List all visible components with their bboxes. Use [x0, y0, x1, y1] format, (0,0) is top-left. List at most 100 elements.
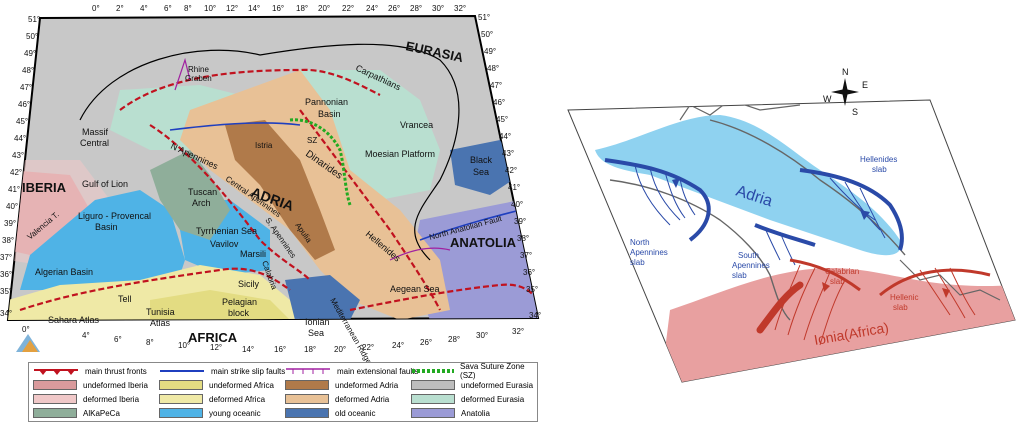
lat-tick: 45° [496, 115, 508, 124]
lat-tick: 50° [26, 32, 38, 41]
lat-tick: 36° [523, 268, 535, 277]
label-sahara: Sahara Atlas [48, 315, 100, 325]
label-tunisia: Tunisia [146, 307, 175, 317]
lon-tick: 18° [296, 4, 308, 13]
label-sz: SZ [307, 136, 317, 145]
legend-label: Sava Suture Zone (SZ) [460, 362, 525, 380]
lat-tick: 51° [28, 15, 40, 24]
arrow-blue-icon [860, 210, 870, 220]
slab-hellenides [799, 168, 904, 251]
compass-icon [831, 78, 859, 106]
legend-label: main thrust fronts [85, 366, 147, 376]
legend-item: deformed Africa [159, 392, 265, 406]
extensional-rhine [174, 57, 191, 91]
legend-label: undeformed Africa [209, 380, 274, 390]
slab-south-apennines [754, 223, 816, 247]
thrust-front-hellenic [349, 283, 538, 312]
lon-tick: 4° [82, 331, 90, 340]
lon-tick: 4° [140, 4, 148, 13]
region-ionian-sea [285, 275, 360, 320]
lon-tick: 30° [476, 331, 488, 340]
sava-suture [289, 118, 352, 206]
swatch-deformed-africa [159, 394, 203, 404]
lon-tick: 32° [454, 4, 466, 13]
label-arch: Arch [192, 198, 211, 208]
swatch-alkapeca [33, 408, 77, 418]
legend-row-deformed: deformed Iberia deformed Africa deformed… [29, 392, 537, 406]
thrust-swatch-icon [34, 369, 78, 375]
lon-tick: 6° [114, 335, 122, 344]
legend-label: deformed Africa [209, 394, 266, 404]
swatch-undeformed-eurasia [411, 380, 455, 390]
lon-tick: 2° [116, 4, 124, 13]
slab-calabrian-thick [756, 281, 804, 334]
legend-label: undeformed Eurasia [461, 380, 534, 390]
label-north-apennines-1: North [630, 238, 650, 247]
legend-item: Anatolia [411, 406, 490, 420]
legend-label: main strike slip faults [211, 366, 286, 376]
region-alkapeca [150, 150, 230, 240]
legend-label: Anatolia [461, 408, 490, 418]
swatch-undeformed-iberia [33, 380, 77, 390]
legend-row-other: AlKaPeCa young oceanic old oceanic Anato… [29, 406, 537, 420]
extensional-swatch-icon [286, 368, 330, 374]
label-aegean: Aegean Sea [390, 284, 440, 294]
lat-tick: 42° [505, 166, 517, 175]
lon-tick: 30° [432, 4, 444, 13]
tectonic-map: 0° 2° 4° 6° 8° 10° 12° 14° 16° 18° 20° 2… [0, 4, 541, 362]
legend-item: deformed Adria [285, 392, 389, 406]
compass-s: S [852, 107, 858, 117]
label-calabrian-2: slab [830, 277, 845, 286]
slab-lines-blue [634, 164, 886, 266]
legend-item-thrust: main thrust fronts [33, 364, 147, 378]
lat-tick: 42° [10, 168, 22, 177]
swatch-anatolia [411, 408, 455, 418]
lon-tick: 18° [304, 345, 316, 354]
label-south-apennines-2: Apennines [732, 261, 770, 270]
label-north-apennines-3: slab [630, 258, 645, 267]
lon-tick: 24° [366, 4, 378, 13]
slab-lines-red [774, 264, 976, 346]
legend-row-lines: main thrust fronts main strike slip faul… [29, 362, 537, 380]
lon-tick: 12° [210, 343, 222, 352]
region-undeformed-adria [225, 120, 335, 260]
label-algerian: Algerian Basin [35, 267, 93, 277]
lat-tick: 40° [6, 202, 18, 211]
lat-ticks-right: 51° 50° 49° 48° 47° 46° 45° 44° 43° 42° … [478, 13, 541, 320]
legend-item: undeformed Adria [285, 378, 398, 392]
label-calabrian-1: Calabrian [825, 267, 859, 276]
lon-tick: 6° [164, 4, 172, 13]
lon-tick: 26° [388, 4, 400, 13]
lat-tick: 50° [481, 30, 493, 39]
lat-tick: 44° [14, 134, 26, 143]
lon-tick: 24° [392, 341, 404, 350]
legend-label: old oceanic [335, 408, 376, 418]
swatch-young-oceanic [159, 408, 203, 418]
lon-tick: 14° [248, 4, 260, 13]
sava-swatch-icon [412, 369, 455, 373]
legend-item: undeformed Iberia [33, 378, 148, 392]
lon-tick: 16° [274, 345, 286, 354]
lon-tick: 26° [420, 338, 432, 347]
label-gulf-lion: Gulf of Lion [82, 179, 128, 189]
legend-label: undeformed Adria [335, 380, 399, 390]
lat-tick: 36° [0, 270, 12, 279]
lon-tick: 28° [448, 335, 460, 344]
legend-item: deformed Iberia [33, 392, 139, 406]
lat-tick: 38° [517, 234, 529, 243]
lat-tick: 40° [511, 200, 523, 209]
lat-tick: 34° [0, 309, 12, 318]
legend-label: deformed Iberia [83, 394, 140, 404]
coastline-north [679, 100, 801, 121]
coastline-italy [609, 179, 791, 321]
extensional-aegean [389, 247, 451, 261]
region-undeformed-africa [150, 290, 290, 320]
legend-label: deformed Adria [335, 394, 390, 404]
label-vrancea: Vrancea [400, 120, 433, 130]
label-marsili: Marsili [240, 249, 266, 259]
lon-tick: 28° [410, 4, 422, 13]
legend-item: undeformed Eurasia [411, 378, 533, 392]
arrow-blue-icon [672, 178, 680, 188]
legend-label: undeformed Iberia [83, 380, 148, 390]
swatch-undeformed-africa [159, 380, 203, 390]
